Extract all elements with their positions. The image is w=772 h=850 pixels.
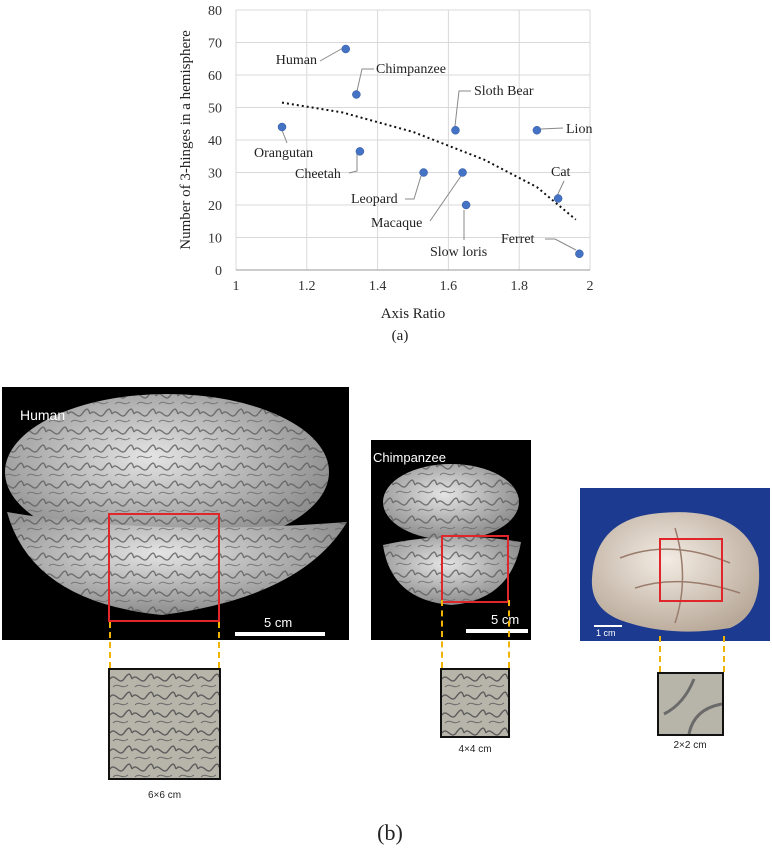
- chimp-scale-text: 5 cm: [491, 612, 520, 627]
- y-tick-label: 20: [208, 199, 222, 214]
- data-point: [458, 168, 467, 177]
- data-point: [352, 90, 361, 99]
- leader-line: [348, 153, 358, 174]
- data-label: Chimpanzee: [376, 62, 446, 77]
- data-label: Leopard: [351, 192, 398, 207]
- cat-connector-right: [723, 636, 725, 672]
- data-point: [277, 122, 287, 132]
- data-point: [355, 147, 365, 156]
- data-label: Orangutan: [254, 146, 313, 161]
- leader-lines: [281, 47, 577, 251]
- y-axis-label: Number of 3-hinges in a hemisphere: [178, 30, 194, 250]
- y-tick-label: 60: [208, 69, 222, 84]
- cat-scale-text: 1 cm: [596, 628, 616, 638]
- data-point: [451, 126, 460, 135]
- chimp-connector-right: [508, 600, 510, 668]
- x-tick-label: 1.6: [440, 279, 458, 294]
- chimp-roi-box: [441, 535, 509, 603]
- human-scale-bar: [235, 632, 325, 636]
- data-point: [553, 194, 563, 203]
- cat-roi-box: [659, 538, 723, 602]
- caption-a: (a): [391, 328, 409, 344]
- x-tick-label: 1.8: [510, 279, 528, 294]
- human-connector-left: [109, 622, 111, 668]
- cat-tile-caption: 2×2 cm: [673, 740, 707, 751]
- leader-line: [281, 129, 288, 144]
- y-tick-label: 70: [208, 37, 222, 52]
- data-point: [575, 249, 584, 258]
- leader-line: [540, 127, 564, 130]
- human-tile: [108, 668, 221, 780]
- human-tile-caption: 6×6 cm: [147, 790, 182, 801]
- y-tick-label: 80: [208, 4, 222, 19]
- x-tick-label: 1.2: [298, 279, 316, 294]
- human-connector-right: [218, 622, 220, 668]
- chimp-label: Chimpanzee: [373, 450, 446, 465]
- leader-line: [556, 180, 565, 197]
- x-axis-label: Axis Ratio: [381, 306, 446, 322]
- leader-line: [356, 68, 374, 92]
- data-label: Lion: [566, 122, 592, 137]
- human-roi-box: [108, 513, 220, 622]
- data-label: Macaque: [371, 216, 422, 231]
- human-brain-illustration: [5, 394, 347, 615]
- leader-line: [319, 47, 344, 62]
- y-tick-label: 50: [208, 102, 222, 117]
- cat-tile: [657, 672, 724, 736]
- data-label: Slow loris: [430, 245, 487, 260]
- chimp-connector-left: [441, 600, 443, 668]
- x-tick-label: 1: [233, 279, 240, 294]
- y-tick-label: 10: [208, 232, 222, 247]
- data-label: Human: [276, 53, 317, 68]
- y-tick-label: 40: [208, 134, 222, 149]
- human-scale-text: 5 cm: [264, 615, 293, 630]
- data-label: Ferret: [501, 232, 535, 247]
- chimp-tile-caption: 4×4 cm: [458, 744, 492, 755]
- leader-line: [454, 90, 471, 127]
- leader-line: [405, 175, 422, 200]
- caption-b: (b): [377, 820, 403, 845]
- data-point: [532, 126, 542, 135]
- leader-line: [545, 238, 577, 251]
- cat-scale-bar: [594, 625, 622, 627]
- data-label: Cat: [551, 165, 571, 180]
- data-label: Cheetah: [295, 167, 341, 182]
- chimp-tile: [440, 668, 510, 738]
- data-point: [419, 168, 428, 177]
- chimp-brain-photo: Chimpanzee 5 cm: [371, 440, 531, 640]
- cat-connector-left: [659, 636, 661, 672]
- data-label: Sloth Bear: [474, 84, 534, 99]
- x-tick-label: 2: [587, 279, 594, 294]
- chimp-scale-bar: [466, 629, 528, 633]
- data-points: [277, 44, 584, 258]
- y-tick-label: 0: [215, 264, 222, 279]
- data-point: [461, 200, 471, 210]
- chart-grid: [235, 9, 591, 271]
- human-brain-photo: Human 5 cm: [2, 387, 349, 640]
- trendline: [281, 101, 577, 221]
- human-label: Human: [20, 407, 66, 423]
- x-tick-label: 1.4: [369, 279, 387, 294]
- chimp-brain-illustration: [383, 464, 521, 605]
- y-tick-label: 30: [208, 167, 222, 182]
- data-point: [341, 44, 350, 54]
- cat-brain-photo: 1 cm: [580, 488, 770, 641]
- leader-line: [429, 175, 462, 222]
- data-labels: HumanChimpanzeeOrangutanCheetahLeopardMa…: [254, 53, 592, 260]
